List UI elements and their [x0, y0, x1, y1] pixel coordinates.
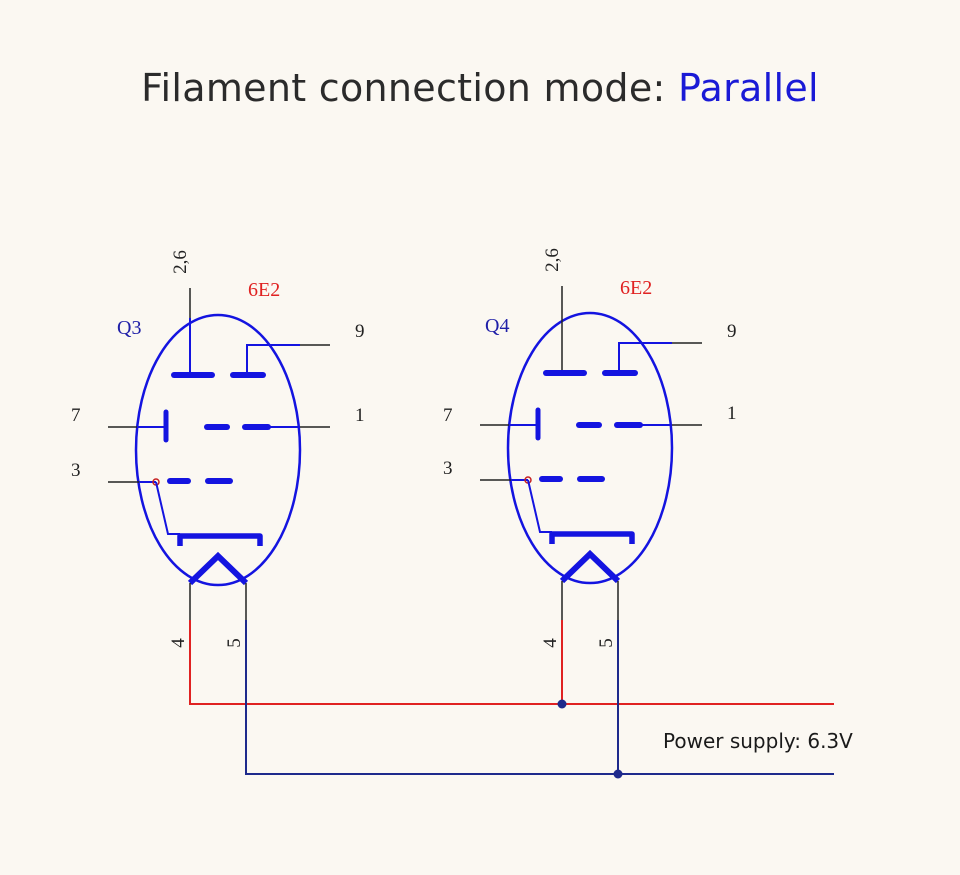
pin-label-4: 4 — [168, 638, 189, 648]
pin-label-3: 3 — [71, 460, 81, 481]
pin-label-7: 7 — [443, 405, 453, 426]
pin-label-5: 5 — [224, 638, 245, 648]
pin-label-plate: 2,6 — [542, 248, 563, 272]
pin-label-1: 1 — [727, 403, 737, 424]
heater — [187, 551, 249, 586]
pin-label-plate: 2,6 — [170, 250, 191, 274]
tube-name: Q4 — [485, 315, 509, 337]
supply-wire-blue — [245, 620, 834, 775]
title-prefix: Filament connection mode: — [141, 66, 678, 110]
title-mode: Parallel — [678, 66, 819, 110]
junction-dot-blue — [613, 769, 623, 779]
tube-name: Q3 — [117, 317, 141, 339]
pin-label-5: 5 — [596, 638, 617, 648]
tube-envelope — [134, 313, 302, 587]
tube-type: 6E2 — [620, 277, 652, 299]
tube-q3: 2,6 9 7 1 3 4 5 Q3 6E2 — [71, 250, 365, 648]
pin-label-4: 4 — [540, 638, 561, 648]
pin-label-1: 1 — [355, 405, 365, 426]
page-title: Filament connection mode: Parallel — [0, 66, 960, 110]
junction-dot-red — [557, 699, 567, 709]
pin-label-7: 7 — [71, 405, 81, 426]
cathode — [177, 533, 263, 546]
power-supply-label: Power supply: 6.3V — [663, 729, 853, 753]
pin-label-9: 9 — [727, 321, 737, 342]
tube-type: 6E2 — [248, 279, 280, 301]
tube-q4: 2,6 9 7 1 3 4 5 Q4 6E2 — [443, 248, 737, 648]
tube-envelope — [506, 311, 674, 585]
pin-label-9: 9 — [355, 321, 365, 342]
pin-label-3: 3 — [443, 458, 453, 479]
supply-wire-red — [189, 620, 834, 705]
